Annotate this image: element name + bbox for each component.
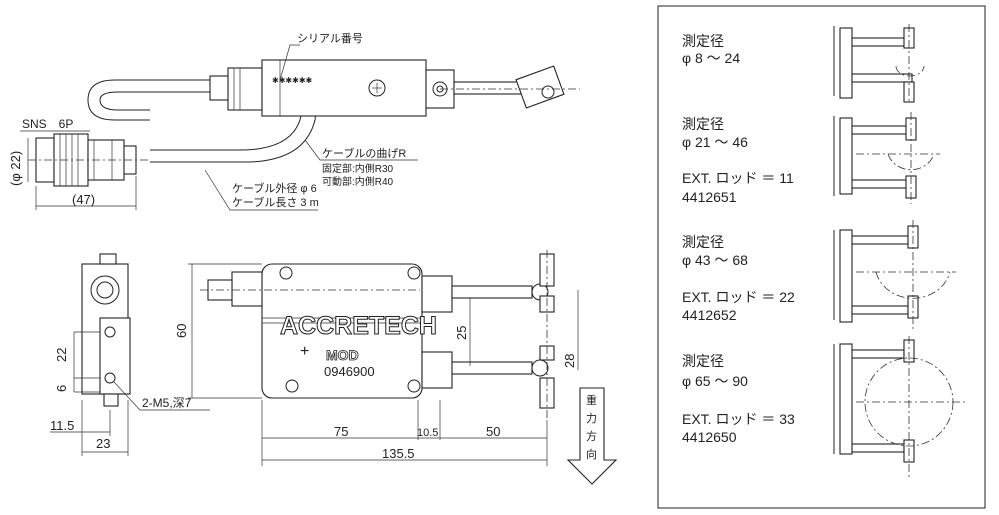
dim-23: 23	[96, 436, 110, 451]
dim-10-5: 10.5	[417, 427, 438, 439]
cable-bend-title: ケーブルの曲げR	[322, 146, 406, 160]
dim-50: 50	[486, 424, 500, 439]
range-3-value: φ 43 ～ 68	[682, 252, 748, 268]
range-3-code: 4412652	[682, 307, 737, 323]
range-1-title: 測定径	[682, 33, 724, 49]
brand-logo: ACCRETECH	[280, 312, 437, 340]
connector-length: (47)	[72, 192, 95, 207]
range-2-title: 測定径	[682, 116, 724, 132]
range-3-title: 測定径	[682, 234, 724, 250]
range-1-value: φ 8 ～ 24	[682, 50, 740, 66]
svg-text:+: +	[300, 343, 309, 360]
hole-pitch-22: 22	[54, 348, 69, 362]
dim-60: 60	[174, 324, 189, 338]
gravity-char-4: 向	[586, 447, 597, 461]
serial-number-label: シリアル番号	[297, 32, 363, 45]
range-2-value: φ 21 ～ 46	[682, 134, 748, 150]
part-number: 0946900	[324, 364, 375, 379]
range-4-ext: EXT. ロッド ＝ 33	[682, 411, 795, 427]
gravity-char-1: 重	[586, 393, 597, 407]
cable-outer-diameter: ケーブル外径 φ 6	[232, 181, 317, 195]
model-mark: MOD	[326, 347, 359, 363]
range-2-ext: EXT. ロッド ＝ 11	[682, 170, 794, 186]
dim-135-5: 135.5	[382, 446, 415, 461]
dim-75: 75	[334, 424, 348, 439]
connector-label: SNS 6P	[22, 117, 73, 131]
range-4-figure	[833, 336, 966, 480]
range-2-code: 4412651	[682, 189, 737, 205]
top-view: ✱✱✱✱✱✱ シリアル番号 SNS 6P (φ 22) (47) ケーブルの曲げ…	[8, 32, 580, 211]
gravity-char-3: 方	[586, 429, 597, 443]
svg-text:✱✱✱✱✱✱: ✱✱✱✱✱✱	[272, 76, 313, 85]
range-4-title: 測定径	[682, 353, 724, 369]
cable-bend-fixed: 固定部:内側R30	[322, 162, 394, 175]
range-4-code: 4412650	[682, 429, 737, 445]
tap-hole-label: 2-M5,深7	[142, 396, 192, 410]
dim-28: 28	[562, 354, 577, 368]
cable-length: ケーブル長さ 3 m	[232, 195, 319, 209]
range-3-figure	[833, 220, 956, 330]
dim-11-5: 11.5	[50, 418, 74, 433]
side-view: 22 6 2-M5,深7 11.5 23	[50, 253, 210, 456]
gravity-char-2: 力	[586, 412, 597, 425]
cable-bend-moving: 可動部:内側R40	[322, 175, 394, 188]
front-view: + ACCRETECH MOD 0946900 60 25 28 75 10.5	[174, 250, 618, 485]
connector-diameter: (φ 22)	[8, 151, 23, 186]
range-4-value: φ 65 ～ 90	[682, 373, 748, 389]
hole-offset-6: 6	[54, 385, 69, 392]
range-panel: 測定径 φ 8 ～ 24 測定径 φ 21 ～ 46 EXT. ロッド ＝ 11…	[657, 5, 986, 509]
range-3-ext: EXT. ロッド ＝ 22	[682, 289, 795, 305]
range-1-figure	[833, 24, 925, 104]
screw-icon	[368, 79, 386, 97]
dim-25: 25	[454, 326, 469, 340]
range-2-figure	[833, 112, 940, 204]
